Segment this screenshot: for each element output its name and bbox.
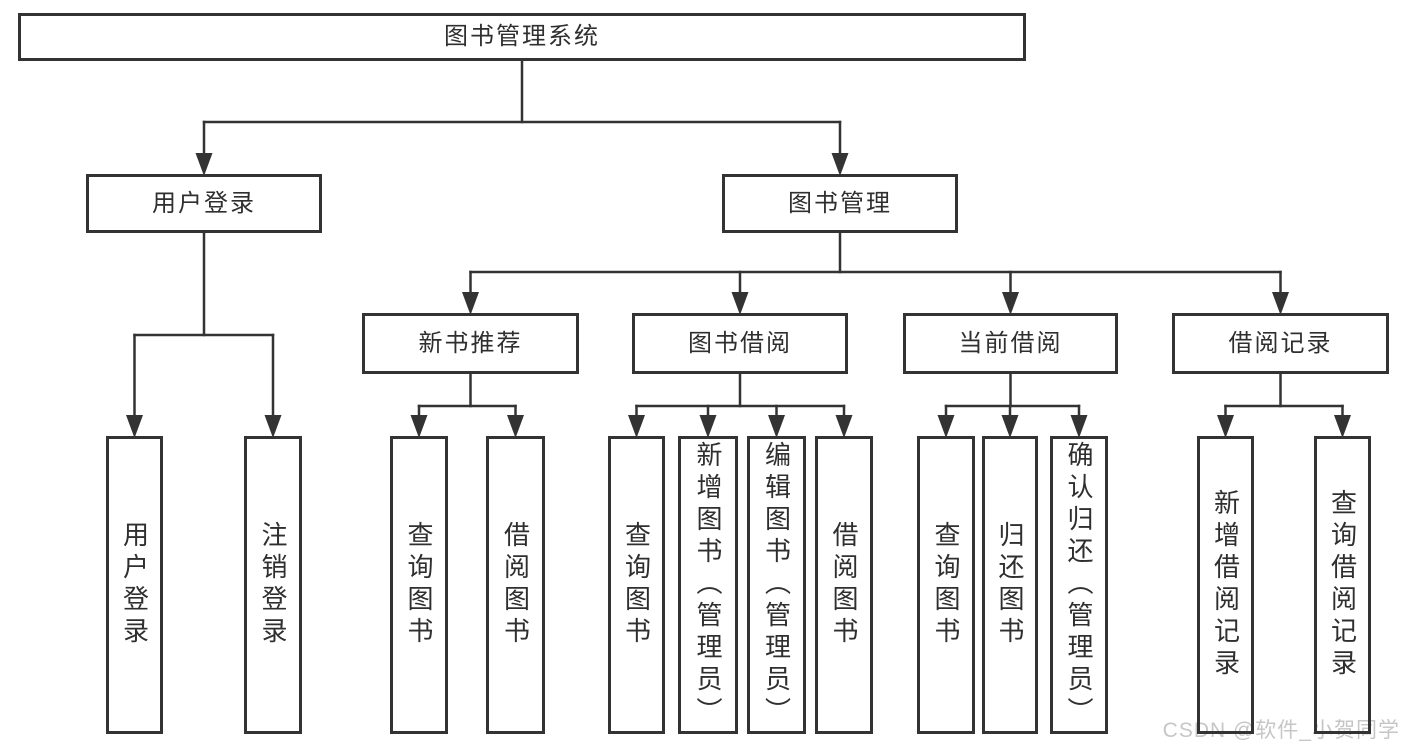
node-cb-confirm: 确认归还（管理员）: [1050, 436, 1108, 734]
node-borrow-records: 借阅记录: [1172, 313, 1389, 374]
node-book-borrow: 图书借阅: [632, 313, 848, 374]
node-label-ul-login: 用户登录: [119, 521, 150, 649]
node-label-cb-query: 查询图书: [931, 521, 961, 649]
node-br-add: 新增借阅记录: [1197, 436, 1254, 734]
node-label-nbr-borrow: 借阅图书: [500, 521, 531, 649]
node-label-bb-borrow: 借阅图书: [829, 521, 859, 649]
node-label-bb-edit: 编辑图书（管理员）: [761, 441, 792, 729]
node-label-br-add: 新增借阅记录: [1210, 489, 1241, 681]
node-label-root: 图书管理系统: [444, 23, 600, 50]
node-label-cb-return: 归还图书: [995, 521, 1025, 649]
node-label-bb-add: 新增图书（管理员）: [693, 441, 723, 729]
node-bb-edit: 编辑图书（管理员）: [747, 436, 806, 734]
node-new-book-recommend: 新书推荐: [362, 313, 579, 374]
node-label-current-borrow: 当前借阅: [958, 329, 1063, 357]
node-ul-logout: 注销登录: [244, 436, 302, 734]
node-ul-login: 用户登录: [106, 436, 163, 734]
node-label-bb-query: 查询图书: [621, 521, 652, 649]
node-label-br-query: 查询借阅记录: [1327, 489, 1358, 681]
node-bb-borrow: 借阅图书: [815, 436, 873, 734]
node-nbr-query: 查询图书: [390, 436, 448, 734]
node-label-new-book-recommend: 新书推荐: [418, 329, 523, 357]
node-label-book-mgmt: 图书管理: [788, 189, 892, 217]
node-label-book-borrow: 图书借阅: [688, 329, 792, 357]
node-label-user-login: 用户登录: [152, 189, 256, 217]
node-user-login: 用户登录: [86, 174, 322, 233]
node-label-borrow-records: 借阅记录: [1228, 329, 1333, 357]
node-bb-query: 查询图书: [608, 436, 665, 734]
node-nbr-borrow: 借阅图书: [486, 436, 545, 734]
node-bb-add: 新增图书（管理员）: [678, 436, 738, 734]
node-cb-return: 归还图书: [982, 436, 1038, 734]
node-br-query: 查询借阅记录: [1314, 436, 1371, 734]
node-label-nbr-query: 查询图书: [404, 521, 434, 649]
node-current-borrow: 当前借阅: [903, 313, 1118, 374]
node-cb-query: 查询图书: [917, 436, 975, 734]
node-book-mgmt: 图书管理: [722, 174, 958, 233]
node-label-cb-confirm: 确认归还（管理员）: [1064, 441, 1094, 729]
node-root: 图书管理系统: [18, 13, 1026, 61]
node-label-ul-logout: 注销登录: [258, 521, 288, 649]
